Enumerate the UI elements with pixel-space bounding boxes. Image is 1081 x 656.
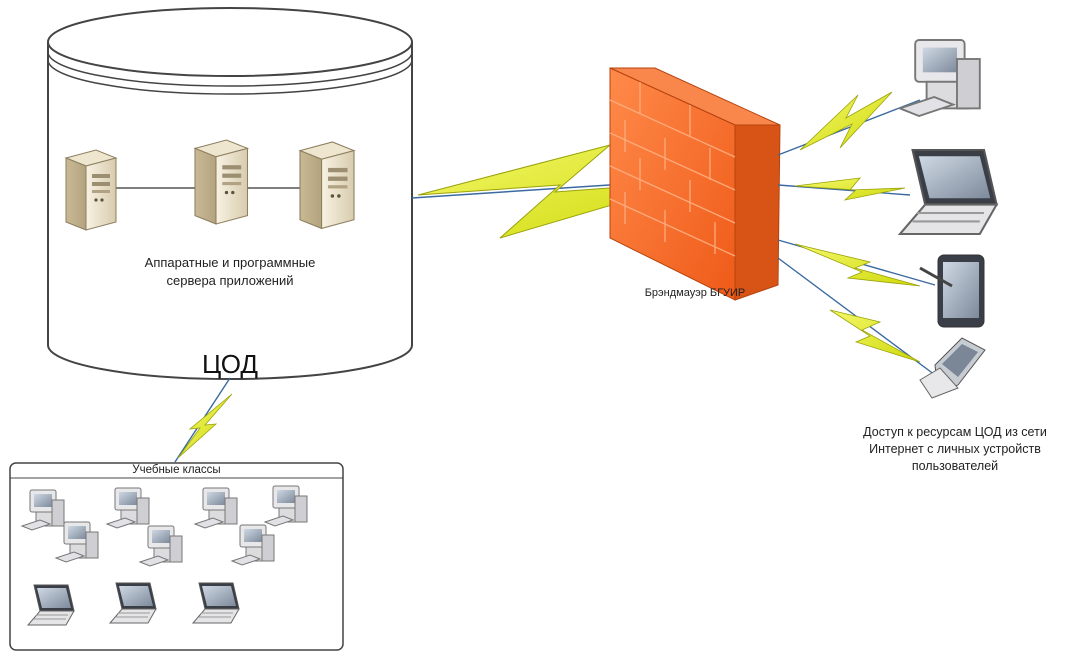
server-icon <box>194 139 249 225</box>
classrooms-title: Учебные классы <box>132 464 221 476</box>
lightning-icon <box>799 91 893 151</box>
internet-access-caption: Доступ к ресурсам ЦОД из сети Интернет с… <box>835 424 1075 475</box>
internet-caption-line: Интернет с личных устройств <box>869 442 1041 456</box>
lightning-icon <box>794 243 921 287</box>
lightning-icon <box>794 177 906 201</box>
lightning-icon <box>177 393 233 459</box>
client-links <box>777 99 936 376</box>
tablet-icon <box>919 254 985 328</box>
internet-caption-line: пользователей <box>911 459 999 473</box>
link-line <box>411 182 641 199</box>
firewall-label: Брэндмауэр БГУИР <box>644 287 746 299</box>
lightning-icon <box>829 309 921 363</box>
servers-caption-line: Аппаратные и программные <box>144 255 316 270</box>
desktop-icon <box>899 39 981 117</box>
datacenter-title: ЦОД <box>202 349 258 379</box>
servers-caption-line: сервера приложений <box>166 273 294 288</box>
firewall-icon <box>609 67 781 301</box>
servers-caption: Аппаратные и программные сервера приложе… <box>90 254 370 290</box>
server-group <box>65 139 355 231</box>
server-icon <box>65 149 117 231</box>
internet-caption-line: Доступ к ресурсам ЦОД из сети <box>863 425 1047 439</box>
server-icon <box>299 141 355 229</box>
laptop-icon <box>898 148 998 236</box>
phone-icon <box>919 337 986 399</box>
